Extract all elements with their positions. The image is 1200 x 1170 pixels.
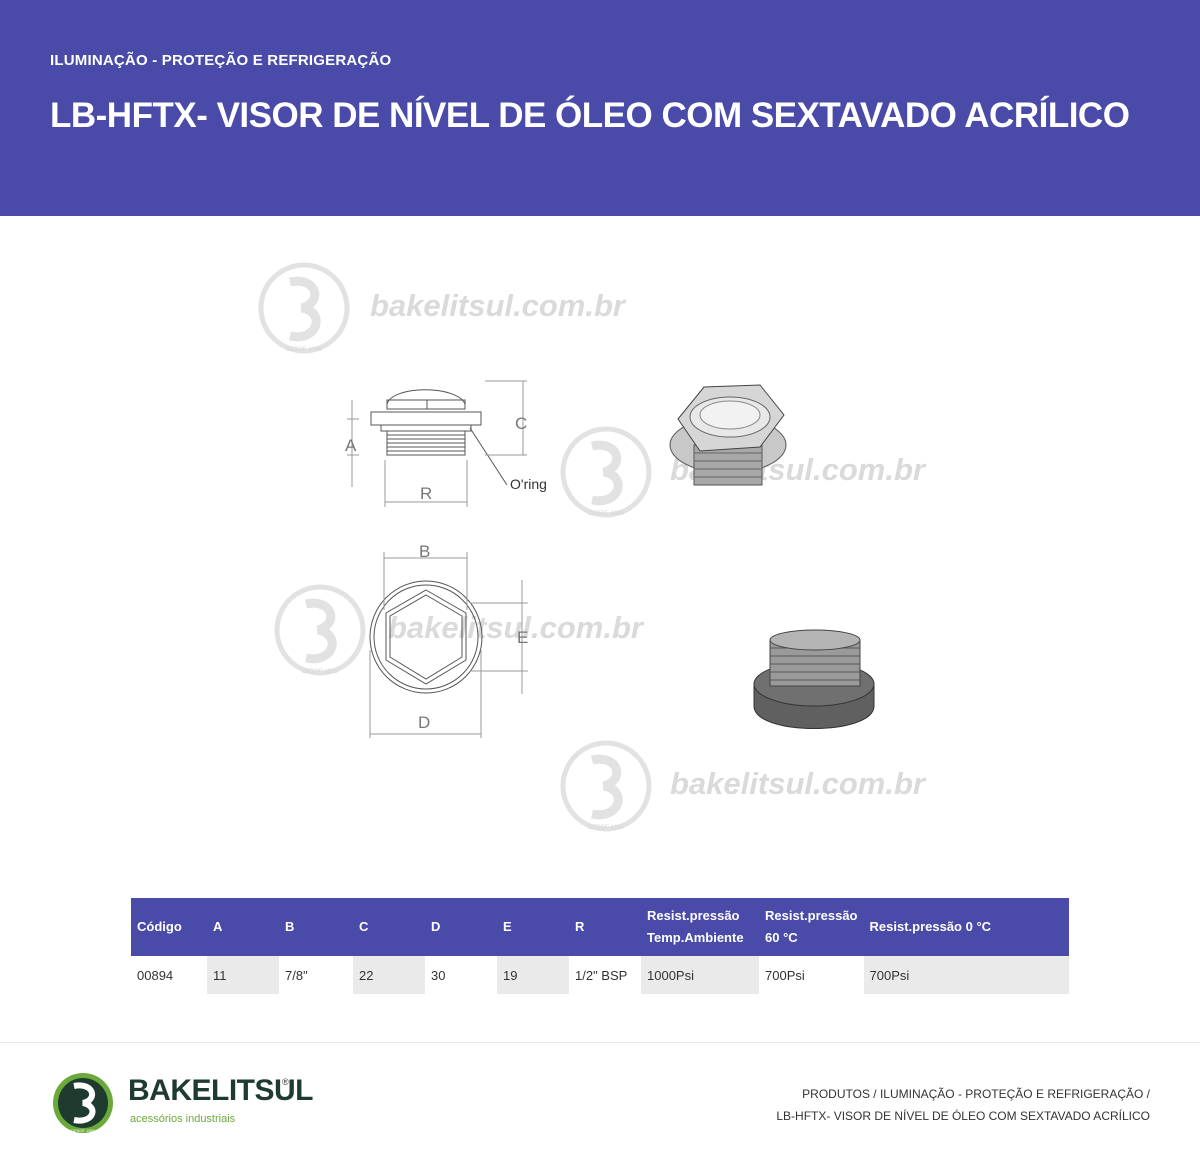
watermark-text: bakelitsul.com.br [670,766,925,801]
col-e: E [497,898,569,956]
side-view-drawing: A C R O'ring [345,380,547,507]
cell-res-60: 700Psi [765,967,805,983]
breadcrumb-line-2[interactable]: LB-HFTX- VISOR DE NÍVEL DE ÓLEO COM SEXT… [776,1109,1150,1123]
cell-r: 1/2" BSP [575,967,628,983]
category-label[interactable]: ILUMINAÇÃO - PROTEÇÃO E REFRIGERAÇÃO [50,52,392,69]
specs-table: Código A B C D E R Resist.pressão Temp.A… [131,898,1069,994]
registered-mark: ® [282,1077,289,1087]
col-res-amb: Resist.pressão Temp.Ambiente [641,898,759,956]
dim-label-a: A [345,436,357,455]
dim-label-oring: O'ring [510,476,547,492]
dim-label-d: D [418,713,430,732]
brand-logo-icon[interactable]: DESDE 1989 [52,1072,116,1136]
cell-res-0: 700Psi [863,956,1069,994]
top-view-drawing: B D E [369,542,528,738]
watermark-text: bakelitsul.com.br [388,610,643,645]
page-header: ILUMINAÇÃO - PROTEÇÃO E REFRIGERAÇÃO LB-… [0,0,1200,216]
col-r: R [569,898,641,956]
page-title: LB-HFTX- VISOR DE NÍVEL DE ÓLEO COM SEXT… [50,96,1130,135]
dim-label-e: E [517,628,528,647]
breadcrumb-line-1[interactable]: PRODUTOS / ILUMINAÇÃO - PROTEÇÃO E REFRI… [802,1087,1150,1101]
svg-text:DESDE 1989: DESDE 1989 [286,347,322,353]
cell-codigo: 00894 [137,967,174,983]
svg-text:DESDE 1989: DESDE 1989 [71,1128,96,1133]
watermark-logo-icon: DESDE 1989 [274,584,366,676]
breadcrumb: PRODUTOS / ILUMINAÇÃO - PROTEÇÃO E REFRI… [776,1083,1150,1127]
brand-subtitle: acessórios industriais [130,1113,236,1125]
col-a: A [207,898,279,956]
watermark-logo-icon: DESDE 1989 [258,262,350,354]
cell-c: 22 [353,956,425,994]
product-render-bottom [753,629,875,729]
table-row: 00894 11 7/8" 22 30 19 1/2" BSP 1000Psi … [131,956,1069,994]
svg-text:DESDE 1989: DESDE 1989 [588,825,624,831]
brand-name[interactable]: BAKELITSUL [128,1074,314,1107]
cell-b: 7/8" [285,967,308,983]
watermark-text: bakelitsul.com.br [370,288,625,323]
col-b: B [279,898,353,956]
col-codigo: Código [131,898,207,956]
svg-text:DESDE 1989: DESDE 1989 [588,511,624,517]
col-c: C [353,898,425,956]
svg-text:DESDE 1989: DESDE 1989 [302,669,338,675]
table-header-row: Código A B C D E R Resist.pressão Temp.A… [131,898,1069,956]
cell-d: 30 [431,967,446,983]
footer-divider [0,1042,1200,1043]
col-d: D [425,898,497,956]
col-res-60: Resist.pressão 60 °C [759,898,864,956]
cell-a: 11 [207,956,279,994]
watermark-logo-icon: DESDE 1989 [560,426,652,518]
cell-res-amb: 1000Psi [641,956,759,994]
cell-e: 19 [497,956,569,994]
col-res-0: Resist.pressão 0 °C [863,898,1069,956]
dim-label-b: B [419,542,430,561]
dim-label-c: C [515,414,527,433]
dim-label-r: R [420,484,432,503]
product-render-top [669,384,787,486]
watermark-logo-icon: DESDE 1989 [560,740,652,832]
